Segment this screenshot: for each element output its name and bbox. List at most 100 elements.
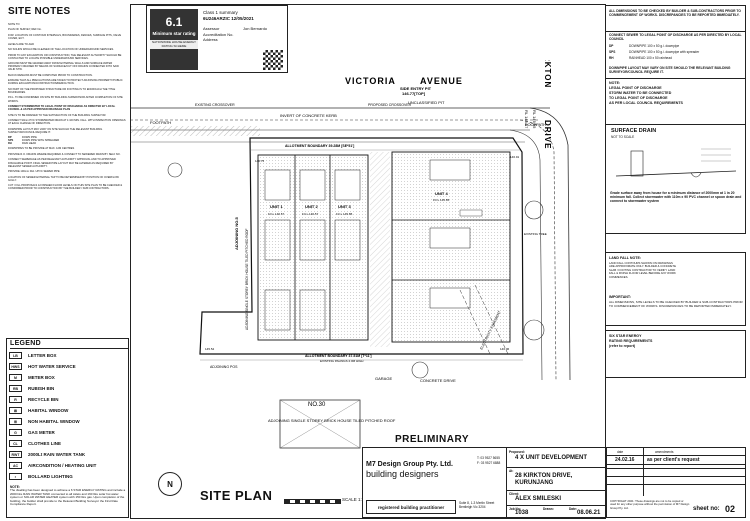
unit-3-label: UNIT 3 xyxy=(338,204,351,209)
site-note-paragraph: BLOCK REMAINS MUST BE COMPUTED PRIOR TO … xyxy=(8,73,93,77)
legend-note-title: NOTE: xyxy=(10,485,20,489)
site-note-paragraph: CONNECT 90mm PVC STORMWATER DRAIN AT 1:1… xyxy=(8,119,126,126)
site-notes-title: SITE NOTES xyxy=(8,6,71,17)
drawn-label: Drawn: xyxy=(543,507,554,511)
company-logo-area: M7 Design Group Pty. Ltd. building desig… xyxy=(366,451,476,497)
unit-2-ffl: F.F.L 146.57 xyxy=(302,212,319,216)
downpipe-layout-note: DOWNPIPE LAYOUT MAY VARY ON SITE SHOULD … xyxy=(609,66,731,74)
star-rating-value: 6.1 xyxy=(165,15,183,29)
surface-drain-subtitle: NOT TO SCALE xyxy=(611,135,635,139)
job-value: 1038 xyxy=(515,510,529,516)
unit-4-label: UNIT 4 xyxy=(435,191,448,196)
site-plan-title: SITE PLAN xyxy=(200,488,273,503)
abbrev-code: SPS xyxy=(8,139,14,143)
cert-field-key: Accreditation No. xyxy=(203,31,234,37)
adjoining-pos-label: ADJOINING POS xyxy=(210,365,238,369)
site-note-paragraph: CONNECT STORMWATER TO LEGAL POINT OF DIS… xyxy=(8,104,116,112)
garage-label: GARAGE xyxy=(375,376,392,381)
general-notes-box: ALL DIMENSIONS TO BE CHECKED BY BUILDER … xyxy=(605,5,746,125)
surface-drain-detail xyxy=(615,148,737,178)
legend-item: G GAS METER xyxy=(9,427,125,438)
client-label: Client: xyxy=(509,492,519,496)
energy-note-box: SIX STAR ENERGY RATING REQUIREMENTS (ref… xyxy=(605,330,746,378)
invert-kerb-label: INVERT OF CONCRETE KERB xyxy=(280,113,337,118)
site-note-paragraph: ENSURE THAT ALL PRECAUTIONS ARE TAKEN TO… xyxy=(8,79,123,86)
cert-field-key: Address xyxy=(203,37,218,42)
downpipe-code: DP xyxy=(609,44,614,48)
house-energy-label: NATIONWIDE HOUSE ENERGY RATING SCHEME xyxy=(150,40,198,50)
rl-right-2: RL 146.65 xyxy=(532,110,537,129)
level-c: 146.06 xyxy=(500,347,510,351)
abbrev-text: RAIN HEAD xyxy=(22,142,37,146)
legend-symbol-icon: ⊠ xyxy=(9,407,22,414)
existing-crossover-label: EXISTING CROSSOVER xyxy=(195,103,235,107)
company-address: Suite 8, 1-3 Merlin Street Bentleigh Vic… xyxy=(459,501,495,509)
concrete-drive-label: CONCRETE DRIVE xyxy=(420,378,456,383)
footpath-label: FOOTPATH xyxy=(150,120,171,125)
company-phone-2: F: 03 9527 6888 xyxy=(477,461,501,465)
legend-symbol-icon: HWS xyxy=(9,363,22,370)
legend-symbol-icon: CL xyxy=(9,440,22,447)
site-notes-body: NOTE TO:PLAN OF SURVEY, REF No.FOR: LOCA… xyxy=(6,23,126,190)
site-note-paragraph: NOTE TO: xyxy=(8,23,21,26)
boundary-top-label: ALLOTMENT BOUNDARY 39.28M [SE*51'] xyxy=(285,144,354,148)
downpipe-text: RAINHEAD 100 x 50 rainhead xyxy=(629,56,672,60)
cert-field-key: Assessor xyxy=(203,26,220,31)
site-note-paragraph: LEVELS ARE TO AHD xyxy=(8,42,34,46)
site-note-paragraph: PRIOR TO ANY EXCAVATION OR CONSTRUCTION,… xyxy=(8,53,122,60)
legal-note-line: AS PER LOCAL COUNCIL REQUIREMENTS xyxy=(609,101,683,105)
north-arrow: N xyxy=(158,472,182,496)
site-note-paragraph: CUT / FILL PROPOSALS & FINISHED FLOOR LE… xyxy=(8,184,123,191)
legend-label: GAS METER xyxy=(28,430,55,435)
min-star-label: Minimum star rating xyxy=(152,31,196,36)
proposed-value: 4 X UNIT DEVELOPMENT xyxy=(515,455,588,461)
company-reg-bar: registered building practitioner xyxy=(366,500,456,514)
abbrev-code: DP xyxy=(8,136,12,140)
legend-item: AC AIRCONDITION / HEATING UNIT xyxy=(9,460,125,471)
company-sub: building designers xyxy=(366,469,439,479)
adjoining-left-desc: ADJOINING SINGLE STOREY BRICK HOUSE TILE… xyxy=(245,228,249,330)
street-name-kirkton: KIRKTON xyxy=(543,60,552,88)
sheet-value: 02 xyxy=(725,504,736,514)
site-note-paragraph: NO PART OF THE PROPOSED STRUCTURE OR FOO… xyxy=(8,87,116,94)
unit-1-label: UNIT 1 xyxy=(270,204,283,209)
cert-field: Address xyxy=(203,37,285,43)
abbrev-text: DOWN PIPE WITH SPREADER xyxy=(22,139,60,143)
legend-symbol-icon: AC xyxy=(9,462,22,469)
site-notes-panel: SITE NOTES NOTE TO:PLAN OF SURVEY, REF N… xyxy=(6,5,129,336)
site-note-paragraph: SITE IS TO BE DRAINED TO THE SATISFACTIO… xyxy=(8,113,107,117)
copyright-note: COPYRIGHT 2021: These drawings are not t… xyxy=(610,499,690,510)
adjoining-left-no: ADJOINING NO.5 xyxy=(234,217,239,250)
rl-right-1: RL 146.57 xyxy=(524,110,529,129)
surface-drain-note: Grade surface away from house for a mini… xyxy=(610,191,742,204)
unit-2-label: UNIT 2 xyxy=(305,204,318,209)
legal-note-line: NOTE: xyxy=(609,81,621,85)
legend-symbol-icon: LB xyxy=(9,352,22,359)
legend-label: AIRCONDITION / HEATING UNIT xyxy=(28,463,97,468)
legend-item: ⊞NON HABITAL WINDOW xyxy=(9,416,125,427)
proposed-crossover-label: PROPOSED CROSSOVER xyxy=(368,103,412,107)
unit-block-left xyxy=(257,154,369,341)
site-note-paragraph: DOWNPIPES TO BE PROVIDE AT MAX. 12M CENT… xyxy=(8,147,75,151)
scale-label: SCALE 1:300 xyxy=(342,497,370,502)
site-note-paragraph: FOR: LOCATION OF CONTOUR INTERVALS, BOUN… xyxy=(8,33,122,41)
company-reg: registered building practitioner xyxy=(377,504,445,510)
legend-label: NON HABITAL WINDOW xyxy=(28,419,80,424)
cert-field-value: Jon Bernardo xyxy=(243,26,268,31)
side-entry-pit-label: SIDE ENTRY PIT xyxy=(400,86,432,91)
footpath-right-label: FOOTPATH xyxy=(525,122,546,127)
dimensions-note: ALL DIMENSIONS TO BE CHECKED BY BUILDER … xyxy=(609,9,741,17)
legend-label: RECYCLE BIN xyxy=(28,397,59,402)
level-b: 145.54 xyxy=(205,347,215,351)
site-note-paragraph: PROVIDE 100mm DIA. UPVC SEWER PIPE xyxy=(8,170,60,174)
legend-symbol-icon: G xyxy=(9,429,22,436)
